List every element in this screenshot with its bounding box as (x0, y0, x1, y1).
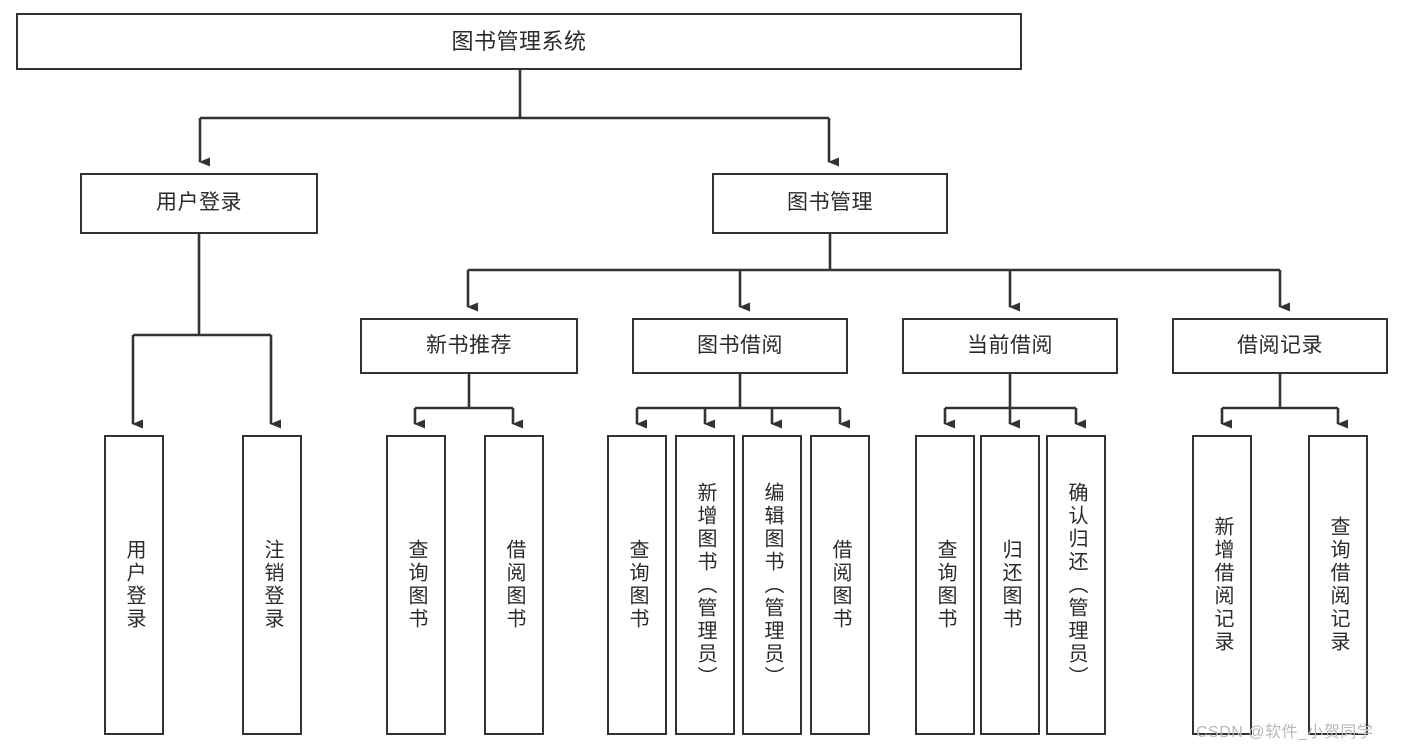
node-label: 当前借阅 (967, 333, 1053, 357)
node-label: 借阅图书 (829, 539, 851, 631)
node-leaf-1[interactable]: 注销登录 (242, 435, 302, 735)
node-leaf-2[interactable]: 查询图书 (386, 435, 446, 735)
node-label: 图书借阅 (697, 333, 783, 357)
node-label: 图书管理 (787, 191, 873, 215)
node-label: 新书推荐 (426, 333, 512, 357)
node-leaf-8[interactable]: 查询图书 (915, 435, 975, 735)
node-leaf-9[interactable]: 归还图书 (980, 435, 1040, 735)
node-leaf-12[interactable]: 查询借阅记录 (1308, 435, 1368, 735)
node-label: 新增图书（管理员） (694, 481, 716, 689)
node-leaf-3[interactable]: 借阅图书 (484, 435, 544, 735)
node-label: 查询借阅记录 (1327, 516, 1349, 654)
node-root-图书管理系统[interactable]: 图书管理系统 (16, 13, 1022, 70)
node-label: 用户登录 (156, 191, 242, 215)
node-label: 编辑图书（管理员） (761, 481, 783, 689)
node-leaf-0[interactable]: 用户登录 (104, 435, 164, 735)
node-label: 新增借阅记录 (1211, 516, 1233, 654)
node-label: 查询图书 (626, 539, 648, 631)
node-label: 查询图书 (405, 539, 427, 631)
node-label: 归还图书 (999, 539, 1021, 631)
node-leaf-7[interactable]: 借阅图书 (810, 435, 870, 735)
node-label: 图书管理系统 (451, 28, 587, 54)
node-level3-2[interactable]: 当前借阅 (902, 318, 1118, 374)
node-leaf-6[interactable]: 编辑图书（管理员） (742, 435, 802, 735)
node-leaf-5[interactable]: 新增图书（管理员） (675, 435, 735, 735)
node-level3-3[interactable]: 借阅记录 (1172, 318, 1388, 374)
node-label: 注销登录 (261, 539, 283, 631)
csdn-watermark: CSDN @软件_小贺同学 (1196, 724, 1374, 741)
node-label: 借阅记录 (1237, 333, 1323, 357)
node-label: 用户登录 (123, 539, 145, 631)
node-leaf-10[interactable]: 确认归还（管理员） (1046, 435, 1106, 735)
node-leaf-4[interactable]: 查询图书 (607, 435, 667, 735)
node-level3-0[interactable]: 新书推荐 (360, 318, 578, 374)
node-level2-1[interactable]: 图书管理 (712, 173, 948, 234)
node-label: 查询图书 (934, 539, 956, 631)
node-label: 借阅图书 (503, 539, 525, 631)
node-level2-0[interactable]: 用户登录 (80, 173, 318, 234)
node-leaf-11[interactable]: 新增借阅记录 (1192, 435, 1252, 735)
node-level3-1[interactable]: 图书借阅 (632, 318, 848, 374)
node-label: 确认归还（管理员） (1065, 481, 1087, 689)
